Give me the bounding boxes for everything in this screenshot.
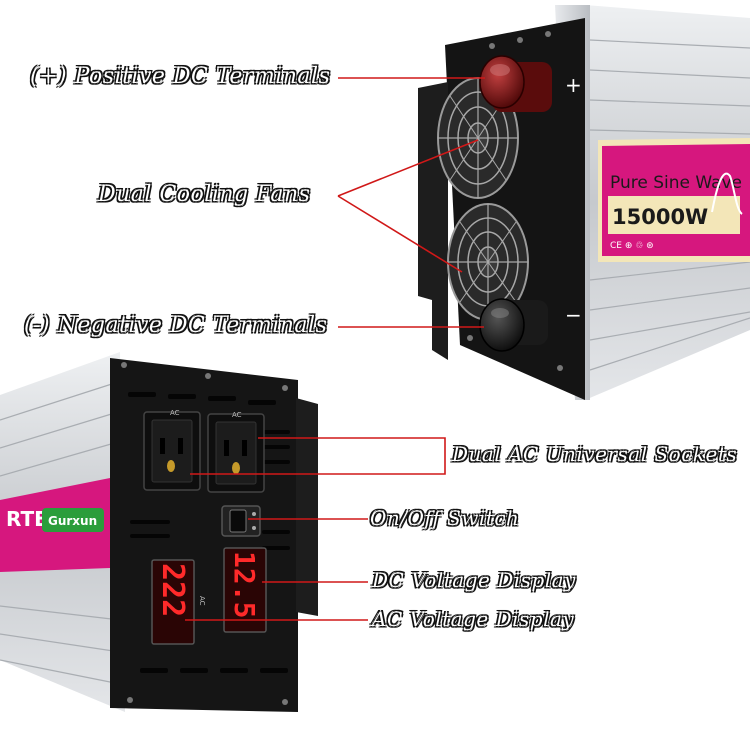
- dc-display-value: 12.5: [228, 551, 261, 618]
- front-screws: [121, 362, 288, 705]
- display-ac-label: AC: [198, 596, 206, 606]
- callout-power-switch: On/Off Switch: [370, 506, 520, 530]
- negative-terminal: [479, 298, 548, 352]
- socket-right-label: AC: [232, 411, 242, 419]
- negative-mark: −: [565, 303, 582, 327]
- positive-mark: +: [565, 73, 582, 97]
- socket-left-label: AC: [170, 409, 180, 417]
- ac-socket-right: AC: [207, 411, 265, 493]
- rating-label: Pure Sine Wave 15000W CE ⊕ ♲ ⊛: [598, 138, 750, 262]
- ac-display-value: 222: [155, 563, 190, 617]
- leader-ac-sockets: [190, 437, 446, 475]
- callout-ac-display: AC Voltage Display: [372, 607, 575, 631]
- label-product-line: Pure Sine Wave: [610, 173, 742, 193]
- power-switch[interactable]: [221, 505, 261, 537]
- rear-unit: + − Pure Sine Wave 15000W CE ⊕ ♲ ⊛: [418, 5, 750, 400]
- brand-label: RTER Gurxun: [0, 478, 110, 572]
- positive-terminal: [479, 55, 552, 112]
- callout-negative-terminals: (-) Negative DC Terminals: [24, 313, 328, 338]
- callout-dc-display: DC Voltage Display: [372, 568, 576, 592]
- panel-screws: [467, 31, 563, 371]
- leader-fan-top: [337, 139, 479, 197]
- front-unit: RTER Gurxun: [0, 352, 318, 712]
- front-flange: [296, 398, 318, 616]
- brand-badge: [42, 508, 104, 532]
- dc-voltage-display: 12.5: [223, 547, 267, 633]
- callout-cooling-fans: Dual Cooling Fans: [98, 182, 311, 207]
- ac-voltage-display: 222: [151, 559, 195, 645]
- cooling-fan-bottom: [447, 203, 529, 321]
- ac-socket-left: AC: [143, 409, 201, 491]
- leader-fan-bottom: [337, 195, 463, 273]
- front-housing-fins: [0, 381, 121, 685]
- callout-ac-sockets: Dual AC Universal Sockets: [452, 442, 738, 466]
- vent-slots: [128, 392, 290, 673]
- brand-name: Gurxun: [48, 514, 97, 528]
- label-certifications: CE ⊕ ♲ ⊛: [610, 241, 654, 251]
- sine-wave-icon: [711, 172, 743, 215]
- label-wattage: 15000W: [612, 205, 708, 229]
- leader-lines: [185, 77, 485, 621]
- callout-positive-terminals: (+) Positive DC Terminals: [30, 64, 331, 89]
- housing-fins: [589, 39, 750, 371]
